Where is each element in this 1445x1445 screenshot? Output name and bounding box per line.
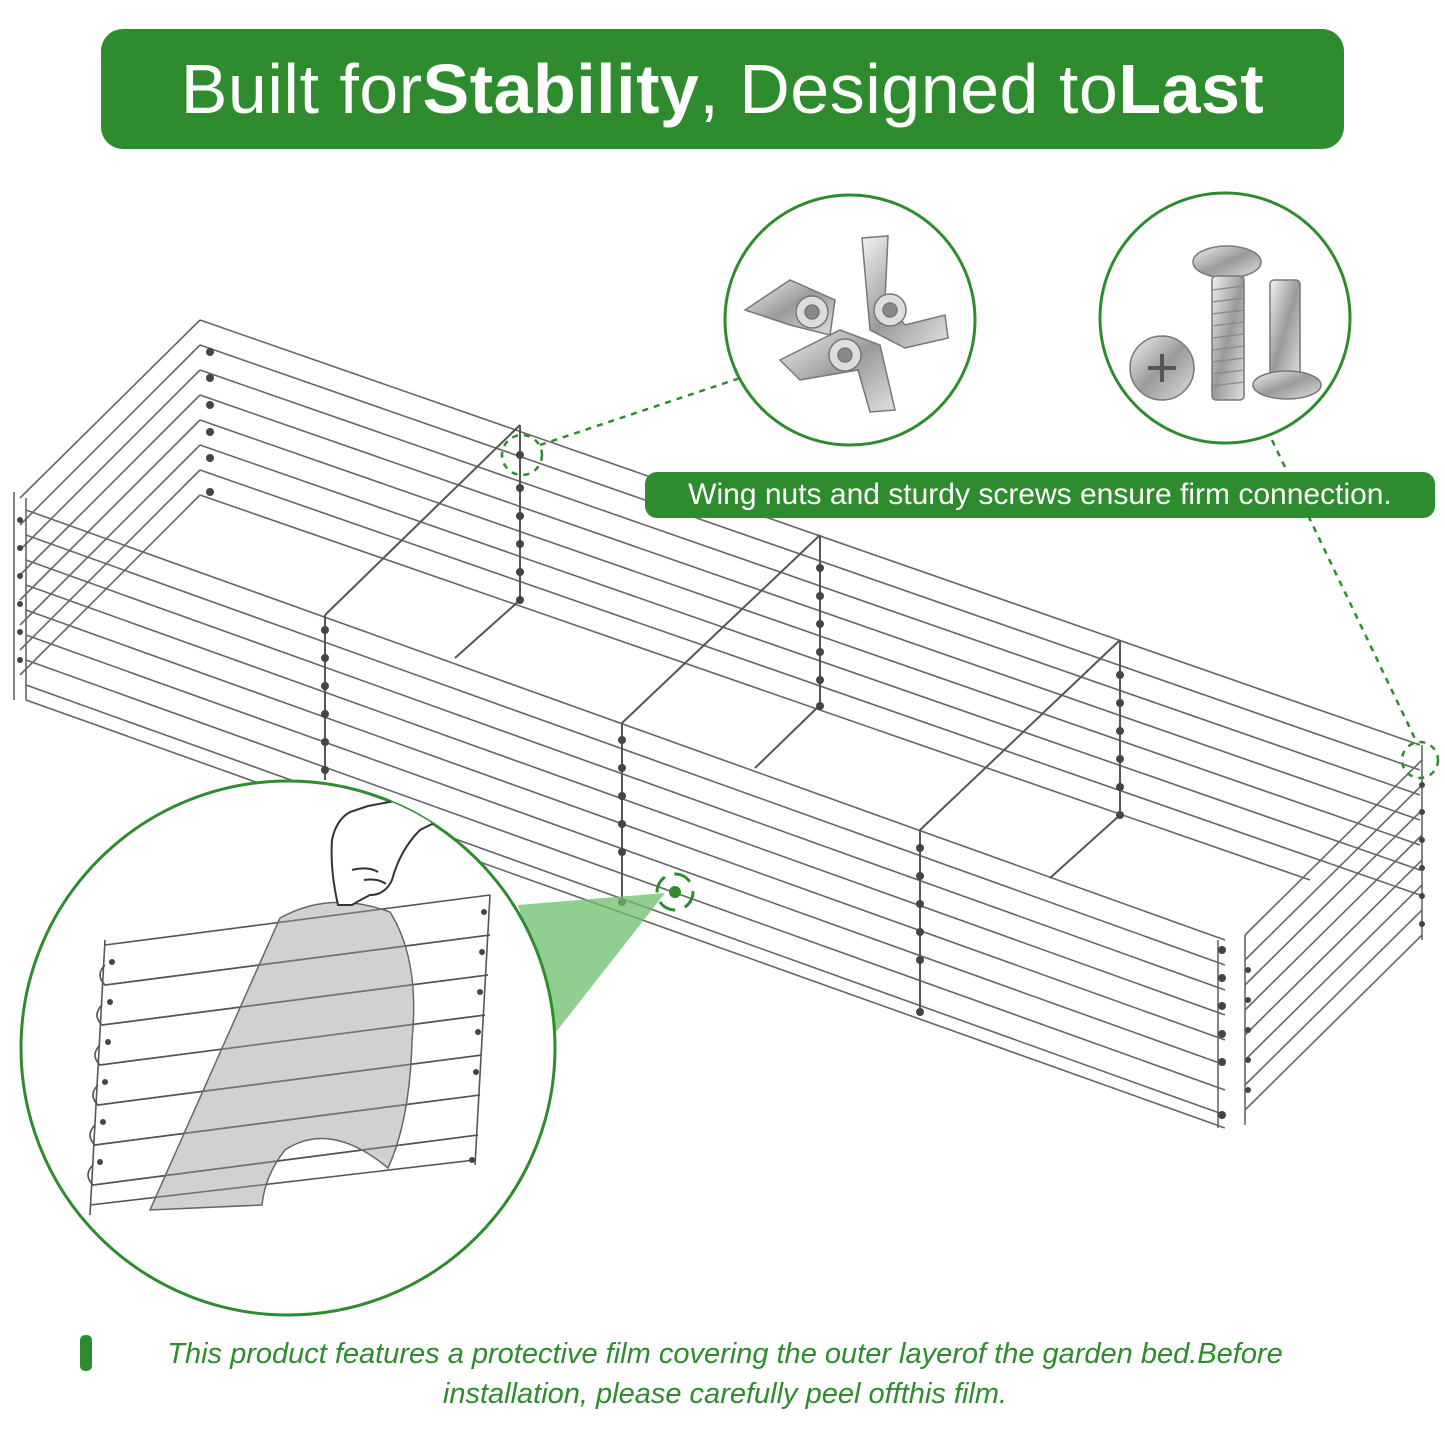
wing-nut-detail xyxy=(723,193,977,447)
bolts xyxy=(17,348,1425,1119)
headline-part-1: Built for xyxy=(180,50,423,128)
wing-nut-icon xyxy=(743,235,949,413)
zoom-cone xyxy=(518,893,665,1032)
right-wall xyxy=(1217,745,1423,1128)
screw-icon xyxy=(1129,245,1322,401)
note-line-2: installation, please carefully peel offt… xyxy=(442,1378,1008,1410)
headline-banner: Built for Stability , Designed to Last xyxy=(101,29,1344,149)
film-detail xyxy=(19,779,557,1317)
protective-film-note: This product features a protective film … xyxy=(80,1334,1370,1414)
hand-icon xyxy=(330,798,443,906)
headline-part-3: , Designed to xyxy=(699,50,1119,128)
callout-text: Wing nuts and sturdy screws ensure firm … xyxy=(688,478,1392,511)
protective-film xyxy=(148,901,415,1211)
left-wall xyxy=(13,319,201,700)
back-wall xyxy=(199,319,1421,896)
headline-part-4: Last xyxy=(1118,50,1265,128)
screw-detail xyxy=(1098,191,1352,445)
target-icon xyxy=(655,872,695,912)
callout-connectors xyxy=(500,376,1440,780)
headline-part-2: Stability xyxy=(422,50,700,128)
note-line-1: This product features a protective film … xyxy=(167,1338,1283,1370)
note-accent-bar xyxy=(80,1335,92,1371)
connection-callout: Wing nuts and sturdy screws ensure firm … xyxy=(645,472,1435,518)
